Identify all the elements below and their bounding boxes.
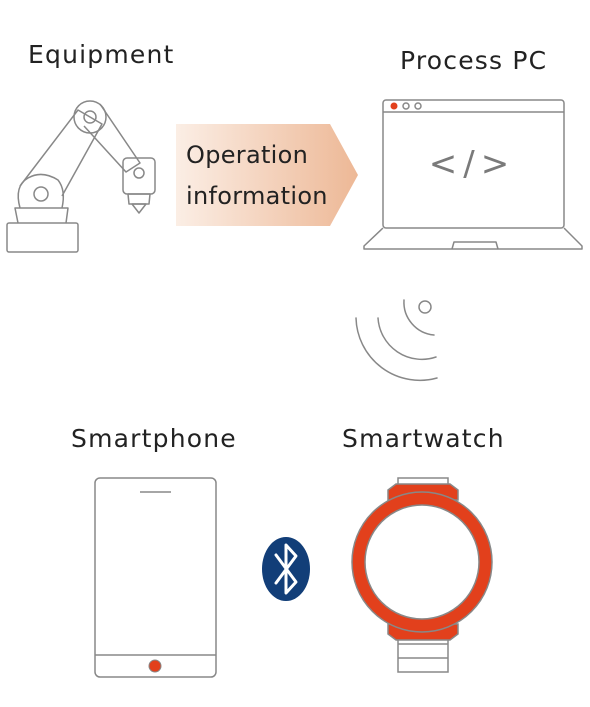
smartwatch-label: Smartwatch bbox=[342, 424, 505, 453]
window-close-dot bbox=[390, 102, 398, 110]
robot-arm-icon bbox=[6, 100, 156, 253]
smartphone-label: Smartphone bbox=[71, 424, 237, 453]
wifi-signal-icon bbox=[355, 299, 438, 382]
arrow-right-icon bbox=[176, 124, 358, 226]
flow-label-line1: Operation bbox=[186, 141, 309, 169]
smartwatch-icon bbox=[351, 477, 493, 673]
laptop-icon bbox=[363, 99, 583, 250]
equipment-label: Equipment bbox=[28, 40, 175, 69]
bluetooth-icon bbox=[262, 537, 310, 601]
code-glyph: </> bbox=[429, 144, 515, 184]
flow-label-line2: information bbox=[186, 182, 328, 210]
home-button bbox=[148, 659, 162, 673]
process-pc-label: Process PC bbox=[400, 46, 548, 75]
smartphone-icon bbox=[94, 477, 217, 678]
